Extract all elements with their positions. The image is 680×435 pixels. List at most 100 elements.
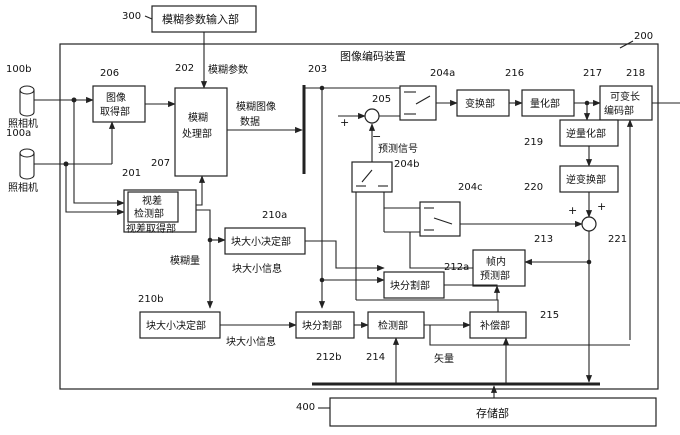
disparity-detection-label-2: 检测部 [134, 207, 164, 220]
camera-100a-ref: 100a [6, 128, 31, 139]
intra-prediction-label-1: 帧内 [486, 255, 506, 268]
wire-215-switch [356, 299, 499, 312]
blur-param-input-label: 模糊参数输入部 [162, 12, 239, 26]
transform-ref: 216 [505, 68, 524, 79]
bus-ref: 203 [308, 64, 327, 75]
junction-bus-212a [319, 277, 325, 283]
blur-param-input-ref: 300 [122, 11, 141, 22]
switch-c-ref: 204c [458, 182, 483, 193]
detection-label: 检测部 [378, 319, 408, 332]
compensation-block [469, 311, 527, 339]
disparity-detection-ref: 201 [122, 168, 141, 179]
device-frame [59, 43, 659, 390]
vector-signal: 矢量 [434, 352, 454, 365]
switch-a-ref: 204a [430, 68, 455, 79]
add-plus-left: + [568, 204, 577, 217]
detection-block [367, 311, 425, 339]
block-split-a-block [383, 271, 445, 299]
blur-processing-block [174, 87, 228, 177]
disparity-detection-label-1: 视差 [142, 194, 162, 207]
image-acquisition-block [92, 85, 146, 123]
switch-b-ref: 204b [394, 159, 419, 170]
device-ref: 200 [634, 31, 653, 42]
camera-100a-label: 照相机 [8, 181, 38, 194]
quantization-block [521, 89, 575, 117]
block-size-info-b: 块大小信息 [226, 335, 276, 348]
compensation-ref: 215 [540, 310, 559, 321]
block-size-decision-b-block [139, 311, 221, 339]
intra-prediction-label-2: 预测部 [480, 269, 510, 282]
block-size-decision-a-ref: 210a [262, 210, 287, 221]
disparity-acquisition-ref: 207 [151, 158, 170, 169]
blur-processing-label-2: 处理部 [182, 127, 212, 140]
block-split-b-ref: 212b [316, 352, 341, 363]
blur-amount-signal: 模糊量 [170, 254, 200, 267]
blur-param-signal: 模糊参数 [208, 63, 248, 76]
wire-213-sw-c [409, 232, 473, 269]
sw-c-lever [433, 217, 453, 225]
camera-100b: 100b 照相机 [6, 64, 38, 130]
camera-100b-label: 照相机 [8, 117, 38, 130]
wire-vector [429, 325, 630, 346]
detection-ref: 214 [366, 352, 385, 363]
block-size-decision-a-label: 块大小决定部 [231, 235, 291, 248]
block-split-a-ref: 212a [444, 262, 469, 273]
device-ref-leader [619, 40, 634, 49]
camera-100b-ref: 100b [6, 64, 31, 75]
wire-cama-201 [65, 164, 125, 216]
quantization-ref: 217 [583, 68, 602, 79]
transform-label: 变换部 [465, 97, 495, 110]
compensation-label: 补偿部 [480, 319, 510, 332]
vlc-label-2: 编码部 [604, 104, 634, 117]
add-plus-top: + [597, 200, 606, 213]
inverse-transform-ref: 220 [524, 182, 543, 193]
switch-204c [419, 201, 461, 237]
inverse-quantization-label: 逆量化部 [566, 127, 606, 140]
disparity-detection-block [127, 191, 179, 223]
image-acquisition-ref: 206 [100, 68, 119, 79]
wire-207-202 [196, 175, 206, 206]
sw-a-lever [415, 95, 431, 105]
sub-plus-sign: + [340, 116, 349, 129]
quantization-label: 量化部 [530, 97, 560, 110]
adder-221 [581, 216, 597, 232]
device-title: 图像编码装置 [340, 49, 406, 63]
blur-processing-label-1: 模糊 [188, 111, 208, 124]
intra-prediction-ref: 213 [534, 234, 553, 245]
junction-adder-out [586, 259, 592, 265]
storage-label: 存储部 [476, 406, 509, 420]
blur-processing-ref: 202 [175, 63, 194, 74]
image-acquisition-label-2: 取得部 [100, 105, 130, 118]
inverse-quantization-ref: 219 [524, 137, 543, 148]
storage-ref: 400 [296, 402, 315, 413]
image-acquisition-label-1: 图像 [106, 92, 126, 104]
inverse-transform-label: 逆变换部 [566, 173, 606, 186]
wire-sw-b-right [383, 192, 420, 209]
variable-length-coding-block [599, 85, 653, 121]
block-split-b-label: 块分割部 [302, 319, 342, 332]
vlc-label-1: 可变长 [610, 90, 640, 103]
vlc-ref: 218 [626, 68, 645, 79]
junction-blur-amount [207, 237, 213, 243]
wire-blur-amount [196, 209, 214, 309]
subtractor-205 [364, 108, 380, 124]
subtractor-ref: 205 [372, 94, 391, 105]
wire-camb-201 [73, 100, 125, 207]
block-size-decision-b-ref: 210b [138, 294, 163, 305]
sub-minus-sign: − [372, 130, 381, 143]
disparity-acquisition-label: 视差取得部 [126, 222, 176, 235]
block-size-decision-a-block [224, 227, 306, 255]
inverse-transform-block [559, 165, 619, 193]
wire-210a-212a [305, 240, 385, 272]
storage-block [329, 397, 657, 427]
prediction-signal: 预测信号 [378, 142, 418, 155]
adder-ref: 221 [608, 234, 627, 245]
block-split-b-block [295, 311, 355, 339]
switch-204b [351, 161, 393, 193]
block-split-a-label: 块分割部 [390, 279, 430, 292]
block-size-info-a: 块大小信息 [232, 262, 282, 275]
ref-300-leader [144, 15, 153, 20]
blurred-image-signal-1: 模糊图像 [236, 100, 276, 113]
blurred-image-signal-2: 数据 [240, 115, 260, 128]
